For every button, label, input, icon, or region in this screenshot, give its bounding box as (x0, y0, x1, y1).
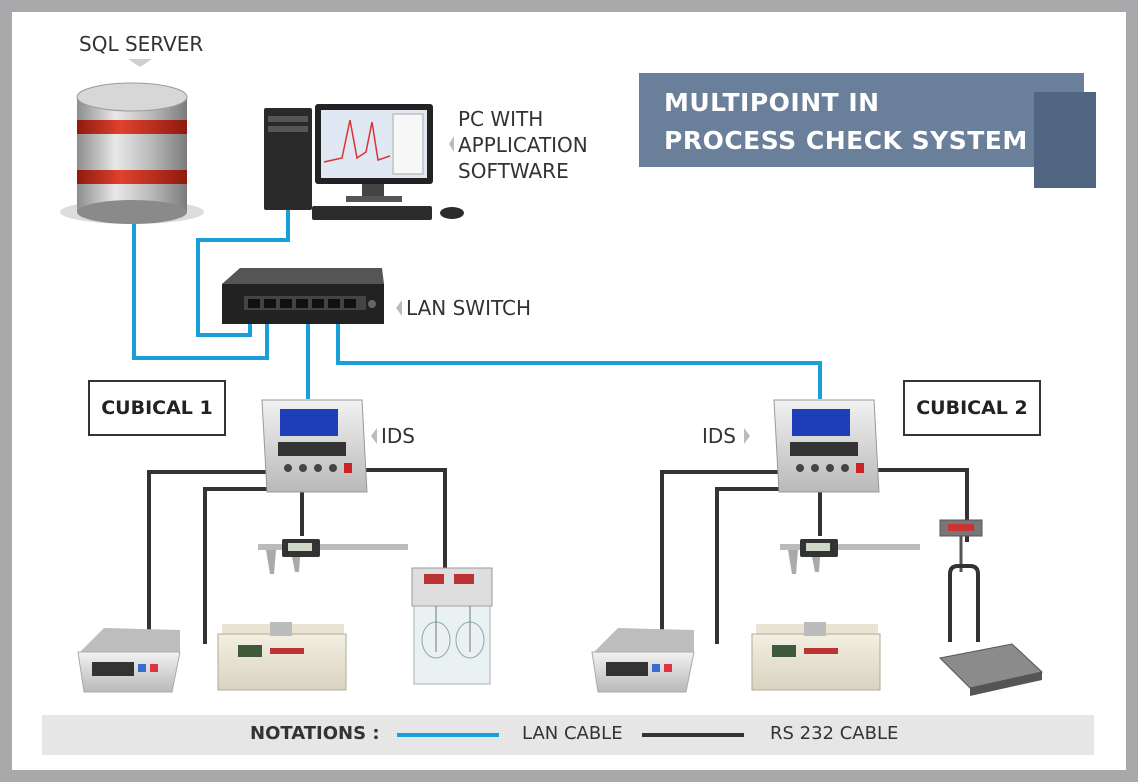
ids-left-label: IDS (381, 424, 415, 448)
platform-scale-icon (938, 519, 1044, 696)
digital-caliper-1-icon (258, 539, 408, 574)
pc-label-arrow-icon (449, 136, 454, 152)
title-line-2: PROCESS CHECK SYSTEM (664, 126, 1028, 155)
lan-cables (132, 210, 822, 399)
lan-switch-label-arrow-icon (396, 300, 402, 316)
lan-cable-pc-switch (196, 210, 290, 337)
hardness-tester-2-icon (751, 622, 881, 691)
ids-left-arrow-icon (371, 428, 377, 444)
title-banner (639, 73, 1084, 167)
digital-caliper-2-icon (780, 539, 920, 574)
lan-switch-label: LAN SWITCH (406, 296, 532, 320)
diagram-canvas: SQL SERVER PC WITH APPLICATION SOFTWARE … (12, 12, 1126, 770)
rs232-cables (147, 468, 969, 644)
pc-label-line1: PC WITH (458, 107, 544, 131)
ids-terminal-2-icon (773, 399, 880, 493)
rs232-cable-c2-balance (660, 470, 780, 632)
ids-right-arrow-icon (744, 428, 750, 444)
ids-terminal-1-icon (261, 399, 368, 493)
rs232-cable-c1-balance (147, 470, 267, 632)
cubical-2-label: CUBICAL 2 (903, 380, 1041, 436)
lan-cable-server-switch (132, 220, 269, 360)
rs232-cable-c1-tester (203, 487, 282, 644)
sql-server-label: SQL SERVER (79, 32, 204, 56)
weighing-balance-1-icon (77, 628, 181, 693)
rs232-cable-c2-platform (877, 468, 969, 542)
legend-lan-swatch (397, 733, 499, 737)
sql-server-icon (60, 59, 204, 224)
pc-label-line3: SOFTWARE (458, 159, 569, 183)
lan-switch-icon (222, 268, 384, 324)
legend-bar: NOTATIONS : LAN CABLE RS 232 CABLE (42, 715, 1094, 755)
legend-lan-label: LAN CABLE (522, 723, 623, 744)
rs232-cable-c1-dissolution (362, 468, 447, 572)
pc-icon (264, 104, 464, 220)
cubical-1-label: CUBICAL 1 (88, 380, 226, 436)
legend-notations: NOTATIONS : (250, 723, 380, 744)
diagram-title: MULTIPOINT IN PROCESS CHECK SYSTEM (664, 84, 1044, 160)
ids-right-label: IDS (702, 424, 736, 448)
lan-cable-switch-ids2 (336, 312, 822, 399)
weighing-balance-2-icon (591, 628, 695, 693)
hardness-tester-1-icon (217, 622, 347, 691)
legend-rs232-swatch (642, 733, 744, 737)
pc-label-line2: APPLICATION (458, 133, 588, 157)
network-diagram (60, 59, 1044, 696)
rs232-cable-c2-tester (715, 487, 794, 644)
title-banner-fold (1034, 92, 1096, 188)
dissolution-apparatus-icon (411, 567, 493, 685)
title-line-1: MULTIPOINT IN (664, 88, 880, 117)
legend-rs232-label: RS 232 CABLE (770, 723, 899, 744)
